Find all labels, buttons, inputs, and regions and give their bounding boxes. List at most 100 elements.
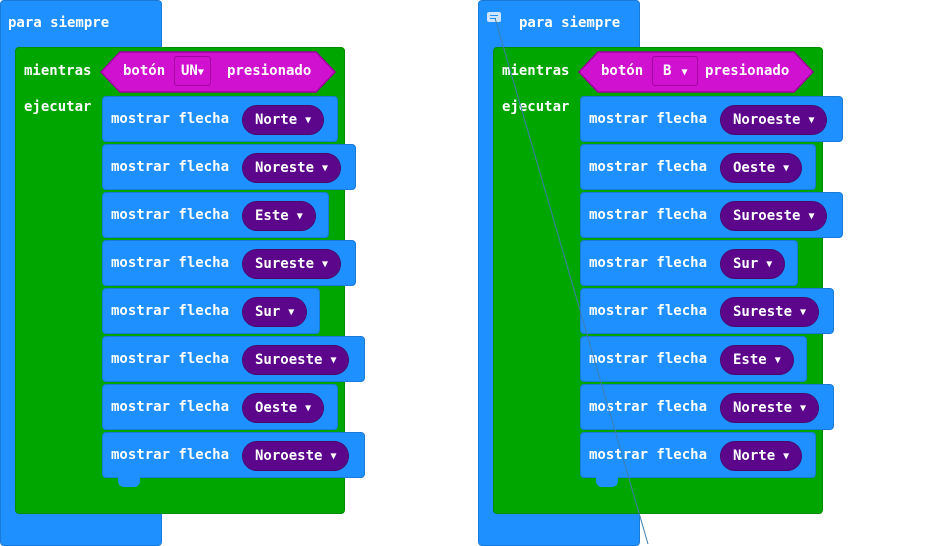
direction-value: Este — [733, 352, 767, 368]
show-arrow-block[interactable]: mostrar flecha Sur ▼ — [580, 240, 798, 286]
forever-label: para siempre — [8, 15, 110, 31]
show-arrow-label: mostrar flecha — [111, 351, 230, 367]
direction-value: Noroeste — [255, 448, 323, 464]
direction-value: Noreste — [733, 400, 793, 416]
chevron-down-icon: ▼ — [808, 211, 815, 222]
chevron-down-icon: ▼ — [197, 67, 204, 78]
show-arrow-block[interactable]: mostrar flecha Oeste ▼ — [580, 144, 816, 190]
chevron-down-icon: ▼ — [296, 211, 303, 222]
chevron-down-icon: ▼ — [681, 67, 688, 78]
chevron-down-icon: ▼ — [305, 115, 312, 126]
show-arrow-label: mostrar flecha — [111, 399, 230, 415]
block-connector — [118, 477, 140, 487]
direction-dropdown[interactable]: Noroeste ▼ — [720, 105, 828, 135]
while-label: mientras — [24, 63, 92, 79]
direction-value: Oeste — [255, 400, 298, 416]
direction-dropdown[interactable]: Este ▼ — [720, 345, 794, 375]
direction-value: Norte — [255, 112, 298, 128]
show-arrow-block[interactable]: mostrar flecha Noreste ▼ — [580, 384, 834, 430]
direction-dropdown[interactable]: Noreste ▼ — [720, 393, 820, 423]
show-arrow-block[interactable]: mostrar flecha Suroeste ▼ — [580, 192, 843, 238]
button-value: B — [663, 63, 672, 79]
show-arrow-label: mostrar flecha — [111, 207, 230, 223]
direction-value: Sureste — [255, 256, 315, 272]
show-arrow-block[interactable]: mostrar flecha Noroeste ▼ — [102, 432, 365, 478]
direction-value: Este — [255, 208, 289, 224]
direction-value: Suroeste — [255, 352, 323, 368]
pressed-label: presionado — [227, 63, 312, 79]
direction-value: Noroeste — [733, 112, 801, 128]
direction-dropdown[interactable]: Oeste ▼ — [720, 153, 803, 183]
show-arrow-label: mostrar flecha — [111, 111, 230, 127]
show-arrow-block[interactable]: mostrar flecha Sureste ▼ — [102, 240, 356, 286]
show-arrow-label: mostrar flecha — [589, 351, 708, 367]
show-arrow-block[interactable]: mostrar flecha Sur ▼ — [102, 288, 320, 334]
show-arrow-label: mostrar flecha — [111, 303, 230, 319]
direction-value: Oeste — [733, 160, 776, 176]
while-label: mientras — [502, 63, 570, 79]
show-arrow-label: mostrar flecha — [111, 447, 230, 463]
direction-value: Norte — [733, 448, 776, 464]
show-arrow-block[interactable]: mostrar flecha Oeste ▼ — [102, 384, 338, 430]
do-label: ejecutar — [502, 99, 570, 115]
show-arrow-label: mostrar flecha — [589, 399, 708, 415]
block-connector — [596, 477, 618, 487]
chevron-down-icon: ▼ — [800, 307, 807, 318]
direction-dropdown[interactable]: Suroeste ▼ — [242, 345, 350, 375]
direction-dropdown[interactable]: Sur ▼ — [720, 249, 786, 279]
chevron-down-icon: ▼ — [322, 163, 329, 174]
forever-label: para siempre — [519, 15, 621, 31]
show-arrow-label: mostrar flecha — [589, 159, 708, 175]
show-arrow-block[interactable]: mostrar flecha Este ▼ — [580, 336, 807, 382]
show-arrow-block[interactable]: mostrar flecha Noroeste ▼ — [580, 96, 843, 142]
direction-dropdown[interactable]: Norte ▼ — [720, 441, 803, 471]
chevron-down-icon: ▼ — [774, 355, 781, 366]
direction-dropdown[interactable]: Sureste ▼ — [720, 297, 820, 327]
direction-dropdown[interactable]: Sur ▼ — [242, 297, 308, 327]
direction-value: Noreste — [255, 160, 315, 176]
show-arrow-block[interactable]: mostrar flecha Suroeste ▼ — [102, 336, 365, 382]
button-dropdown[interactable]: B▼ — [652, 56, 699, 86]
direction-dropdown[interactable]: Noreste ▼ — [242, 153, 342, 183]
chevron-down-icon: ▼ — [288, 307, 295, 318]
pressed-label: presionado — [705, 63, 790, 79]
direction-dropdown[interactable]: Oeste ▼ — [242, 393, 325, 423]
direction-dropdown[interactable]: Norte ▼ — [242, 105, 325, 135]
chevron-down-icon: ▼ — [305, 403, 312, 414]
show-arrow-block[interactable]: mostrar flecha Norte ▼ — [102, 96, 338, 142]
comment-icon[interactable] — [487, 12, 501, 22]
button-label: botón — [601, 63, 644, 79]
show-arrow-label: mostrar flecha — [111, 159, 230, 175]
do-label: ejecutar — [24, 99, 92, 115]
show-arrow-block[interactable]: mostrar flecha Sureste ▼ — [580, 288, 834, 334]
show-arrow-label: mostrar flecha — [589, 111, 708, 127]
chevron-down-icon: ▼ — [800, 403, 807, 414]
show-arrow-label: mostrar flecha — [111, 255, 230, 271]
direction-dropdown[interactable]: Noroeste ▼ — [242, 441, 350, 471]
show-arrow-label: mostrar flecha — [589, 207, 708, 223]
direction-value: Sur — [255, 304, 281, 320]
show-arrow-label: mostrar flecha — [589, 255, 708, 271]
show-arrow-block[interactable]: mostrar flecha Este ▼ — [102, 192, 329, 238]
direction-value: Suroeste — [733, 208, 801, 224]
direction-value: Sur — [733, 256, 759, 272]
direction-dropdown[interactable]: Suroeste ▼ — [720, 201, 828, 231]
show-arrow-block[interactable]: mostrar flecha Noreste ▼ — [102, 144, 356, 190]
button-value: UN — [181, 63, 198, 79]
show-arrow-label: mostrar flecha — [589, 303, 708, 319]
chevron-down-icon: ▼ — [766, 259, 773, 270]
chevron-down-icon: ▼ — [783, 163, 790, 174]
chevron-down-icon: ▼ — [322, 259, 329, 270]
button-dropdown[interactable]: UN▼ — [174, 56, 211, 86]
direction-dropdown[interactable]: Este ▼ — [242, 201, 316, 231]
chevron-down-icon: ▼ — [783, 451, 790, 462]
button-pressed-block[interactable] — [100, 51, 336, 93]
direction-dropdown[interactable]: Sureste ▼ — [242, 249, 342, 279]
chevron-down-icon: ▼ — [330, 451, 337, 462]
button-label: botón — [123, 63, 166, 79]
chevron-down-icon: ▼ — [808, 115, 815, 126]
show-arrow-block[interactable]: mostrar flecha Norte ▼ — [580, 432, 816, 478]
direction-value: Sureste — [733, 304, 793, 320]
show-arrow-label: mostrar flecha — [589, 447, 708, 463]
chevron-down-icon: ▼ — [330, 355, 337, 366]
